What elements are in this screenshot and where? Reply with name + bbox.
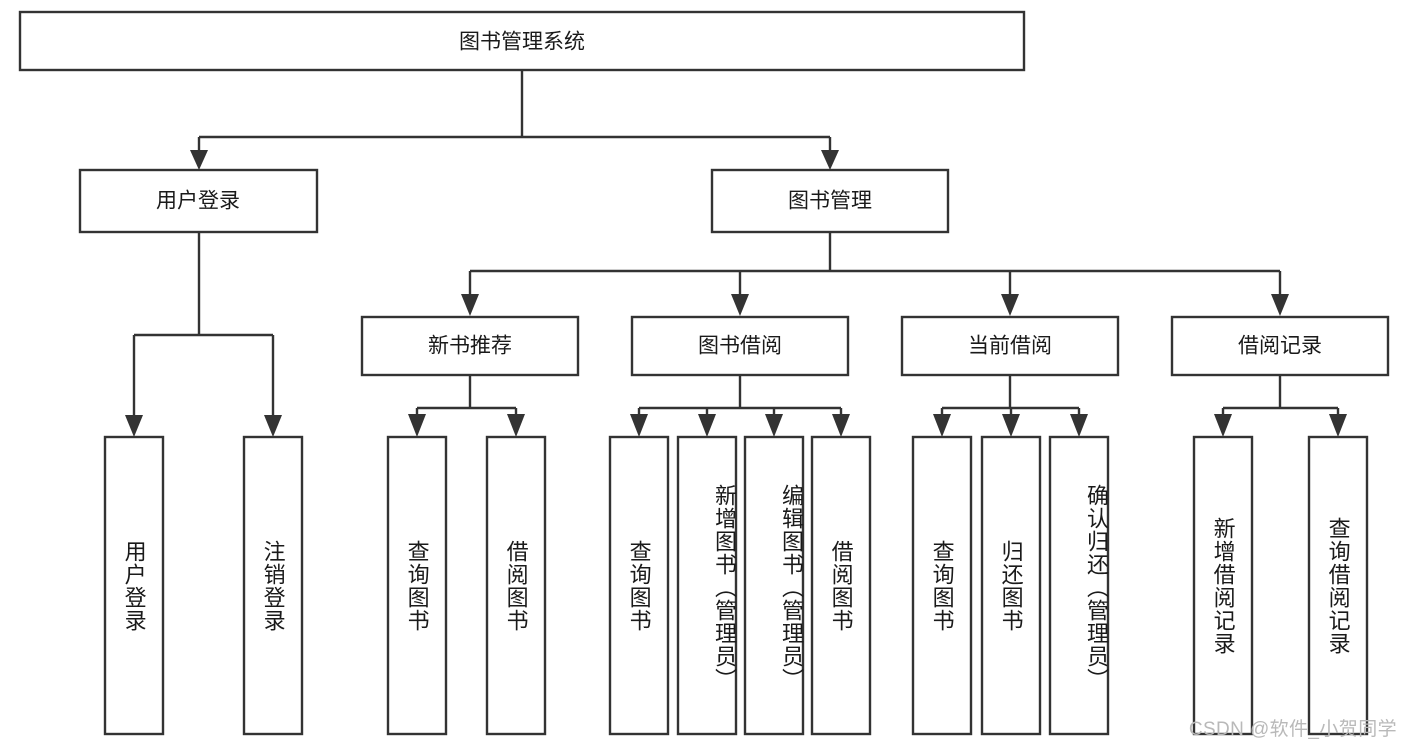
node-leaf-user-login-box[interactable] (103, 435, 165, 736)
node-user-login[interactable]: 用户登录 (78, 168, 319, 234)
node-root-label: 图书管理系统 (459, 31, 585, 54)
edge-group-book-borrow (630, 376, 850, 437)
arrow-current-borrow-to-leaf1-icon (933, 414, 951, 437)
edge-group-root (190, 71, 839, 170)
node-new-book-rec-label: 新书推荐 (428, 335, 512, 358)
node-book-mgmt-box[interactable] (710, 168, 950, 234)
arrow-user-login-to-leaf1-icon (125, 415, 143, 437)
node-new-book-rec[interactable]: 新书推荐 (360, 315, 580, 377)
arrow-user-login-to-leaf2-icon (264, 415, 282, 437)
node-new-book-rec-box[interactable] (360, 315, 580, 377)
arrow-book-borrow-to-leaf2-icon (698, 414, 716, 437)
node-leaf-query-book-3-box[interactable] (911, 435, 973, 736)
arrow-root-to-book-mgmt-icon (821, 150, 839, 170)
arrow-book-borrow-to-leaf4-icon (832, 414, 850, 437)
arrow-book-borrow-to-leaf1-icon (630, 414, 648, 437)
arrow-new-book-to-leaf2-icon (507, 414, 525, 437)
node-borrow-record[interactable]: 借阅记录 (1170, 315, 1390, 377)
node-user-login-box[interactable] (78, 168, 319, 234)
node-book-borrow[interactable]: 图书借阅 (630, 315, 850, 377)
node-leaf-add-book-box[interactable] (676, 435, 738, 736)
node-leaf-borrow-book-1-box[interactable] (485, 435, 547, 736)
node-current-borrow[interactable]: 当前借阅 (900, 315, 1120, 377)
edge-group-new-book-rec (408, 376, 525, 437)
edge-group-current-borrow (933, 376, 1088, 437)
edge-group-borrow-record (1214, 376, 1347, 437)
node-leaf-query-book-1-box[interactable] (386, 435, 448, 736)
node-leaf-confirm-return-box[interactable] (1048, 435, 1110, 736)
watermark-text: CSDN @软件_小贺同学 (1188, 719, 1397, 740)
arrow-book-mgmt-to-current-borrow-icon (1001, 294, 1019, 316)
arrow-book-mgmt-to-borrow-record-icon (1271, 294, 1289, 316)
arrow-root-to-user-login-icon (190, 150, 208, 170)
arrow-current-borrow-to-leaf2-icon (1002, 414, 1020, 437)
node-leaf-add-record-box[interactable] (1192, 435, 1254, 736)
arrow-new-book-to-leaf1-icon (408, 414, 426, 437)
arrow-borrow-record-to-leaf2-icon (1329, 414, 1347, 437)
node-current-borrow-box[interactable] (900, 315, 1120, 377)
node-book-borrow-box[interactable] (630, 315, 850, 377)
node-leaf-edit-book-box[interactable] (743, 435, 805, 736)
node-leaf-query-record-box[interactable] (1307, 435, 1369, 736)
arrow-current-borrow-to-leaf3-icon (1070, 414, 1088, 437)
node-current-borrow-label: 当前借阅 (968, 335, 1052, 358)
node-borrow-record-box[interactable] (1170, 315, 1390, 377)
arrow-book-mgmt-to-new-book-icon (461, 294, 479, 316)
node-borrow-record-label: 借阅记录 (1238, 335, 1322, 358)
arrow-borrow-record-to-leaf1-icon (1214, 414, 1232, 437)
edge-group-book-mgmt (461, 233, 1289, 316)
node-book-mgmt[interactable]: 图书管理 (710, 168, 950, 234)
edge-group-user-login (125, 233, 282, 437)
node-leaf-borrow-book-2-box[interactable] (810, 435, 872, 736)
node-leaf-logout-box[interactable] (242, 435, 304, 736)
node-leaf-query-book-2-box[interactable] (608, 435, 670, 736)
node-leaf-return-book-box[interactable] (980, 435, 1042, 736)
node-user-login-label: 用户登录 (156, 190, 240, 213)
arrow-book-mgmt-to-book-borrow-icon (731, 294, 749, 316)
arrow-book-borrow-to-leaf3-icon (765, 414, 783, 437)
node-root-box[interactable] (18, 10, 1026, 72)
node-book-borrow-label: 图书借阅 (698, 335, 782, 358)
node-book-mgmt-label: 图书管理 (788, 190, 872, 213)
node-root[interactable]: 图书管理系统 (18, 10, 1026, 72)
